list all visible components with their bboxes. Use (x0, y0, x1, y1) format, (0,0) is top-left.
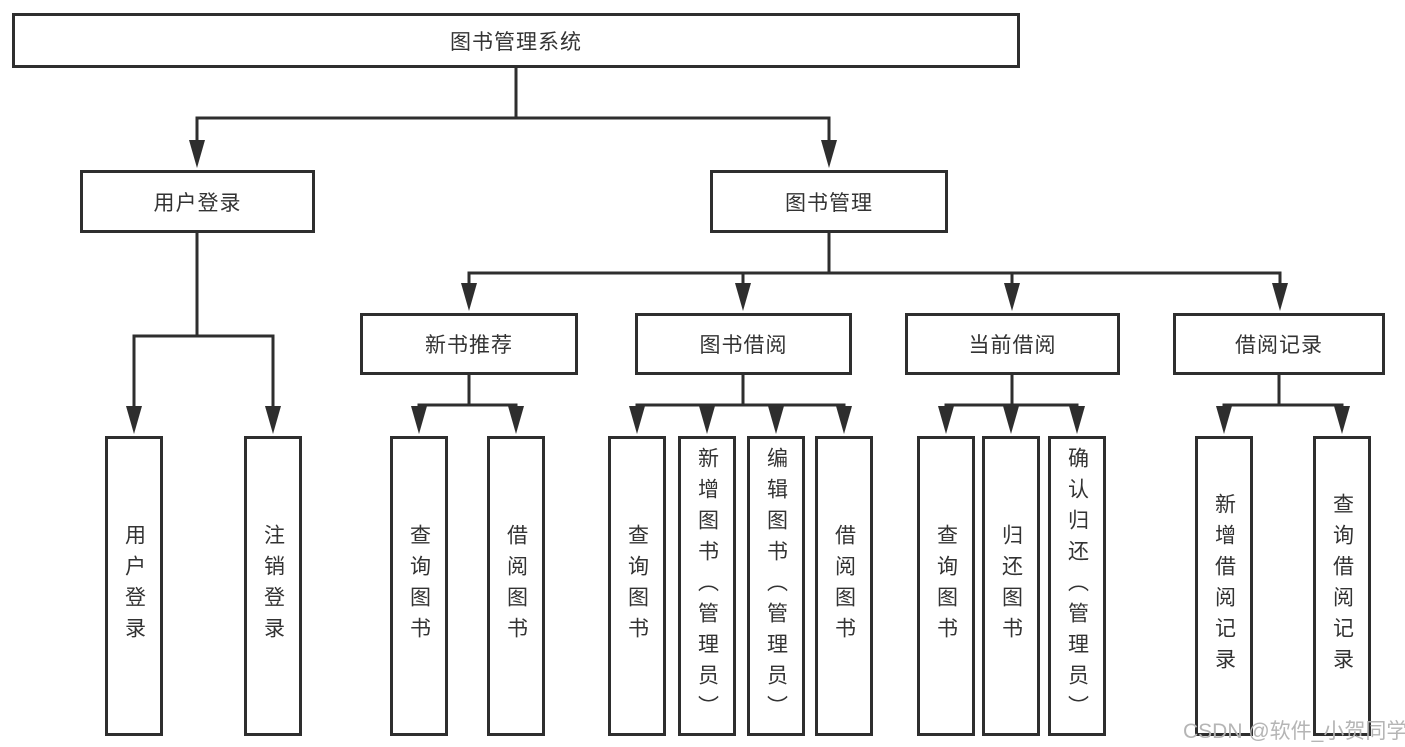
branch-user-login (126, 231, 281, 434)
leaf-borrow-books: 借阅图书 (815, 436, 873, 736)
node-borrowing-records: 借阅记录 (1173, 313, 1385, 375)
node-book-borrowing: 图书借阅 (635, 313, 852, 375)
leaf-label: 查询图书 (625, 524, 649, 648)
leaf-label: 查询借阅记录 (1330, 493, 1354, 679)
node-book-management: 图书管理 (710, 170, 948, 233)
leaf-label: 编辑图书（管理员） (764, 446, 788, 726)
csdn-watermark: CSDN @软件_小贺同学 (1183, 720, 1405, 743)
leaf-label: 归还图书 (999, 524, 1023, 648)
branch-borrowing-records (1216, 373, 1350, 434)
leaf-query-books-borrowing: 查询图书 (608, 436, 666, 736)
node-current-borrowing-label: 当前借阅 (968, 334, 1057, 357)
leaf-label: 新增借阅记录 (1212, 493, 1236, 679)
node-new-book-recommend-label: 新书推荐 (425, 334, 513, 357)
node-borrowing-records-label: 借阅记录 (1235, 334, 1323, 357)
leaf-return-books: 归还图书 (982, 436, 1040, 736)
leaf-query-borrow-record: 查询借阅记录 (1313, 436, 1371, 736)
leaf-label: 借阅图书 (832, 524, 856, 648)
leaf-user-login: 用户登录 (105, 436, 163, 736)
leaf-label: 新增图书（管理员） (695, 446, 719, 726)
leaf-label: 查询图书 (407, 524, 431, 648)
leaf-label: 确认归还（管理员） (1065, 446, 1089, 726)
leaf-logout: 注销登录 (244, 436, 302, 736)
node-book-borrowing-label: 图书借阅 (699, 334, 788, 357)
leaf-query-books-recommend: 查询图书 (390, 436, 448, 736)
leaf-add-borrow-record: 新增借阅记录 (1195, 436, 1253, 736)
leaf-label: 注销登录 (261, 524, 285, 648)
leaf-label: 查询图书 (934, 524, 958, 648)
leaf-query-books-current: 查询图书 (917, 436, 975, 736)
branch-current-borrowing (938, 373, 1085, 434)
node-user-login: 用户登录 (80, 170, 315, 233)
node-root-label: 图书管理系统 (450, 30, 582, 54)
leaf-label: 借阅图书 (504, 524, 528, 648)
leaf-confirm-return-admin: 确认归还（管理员） (1048, 436, 1106, 736)
leaf-label: 用户登录 (122, 524, 146, 648)
branch-book-management (461, 231, 1288, 311)
branch-root (189, 66, 837, 168)
node-current-borrowing: 当前借阅 (905, 313, 1120, 375)
leaf-borrow-books-recommend: 借阅图书 (487, 436, 545, 736)
leaf-add-books-admin: 新增图书（管理员） (678, 436, 736, 736)
node-user-login-label: 用户登录 (153, 191, 242, 215)
node-root: 图书管理系统 (12, 13, 1020, 68)
node-book-management-label: 图书管理 (785, 191, 873, 215)
leaf-edit-books-admin: 编辑图书（管理员） (747, 436, 805, 736)
branch-new-book-recommend (411, 373, 524, 434)
node-new-book-recommend: 新书推荐 (360, 313, 578, 375)
branch-book-borrowing (629, 373, 852, 434)
